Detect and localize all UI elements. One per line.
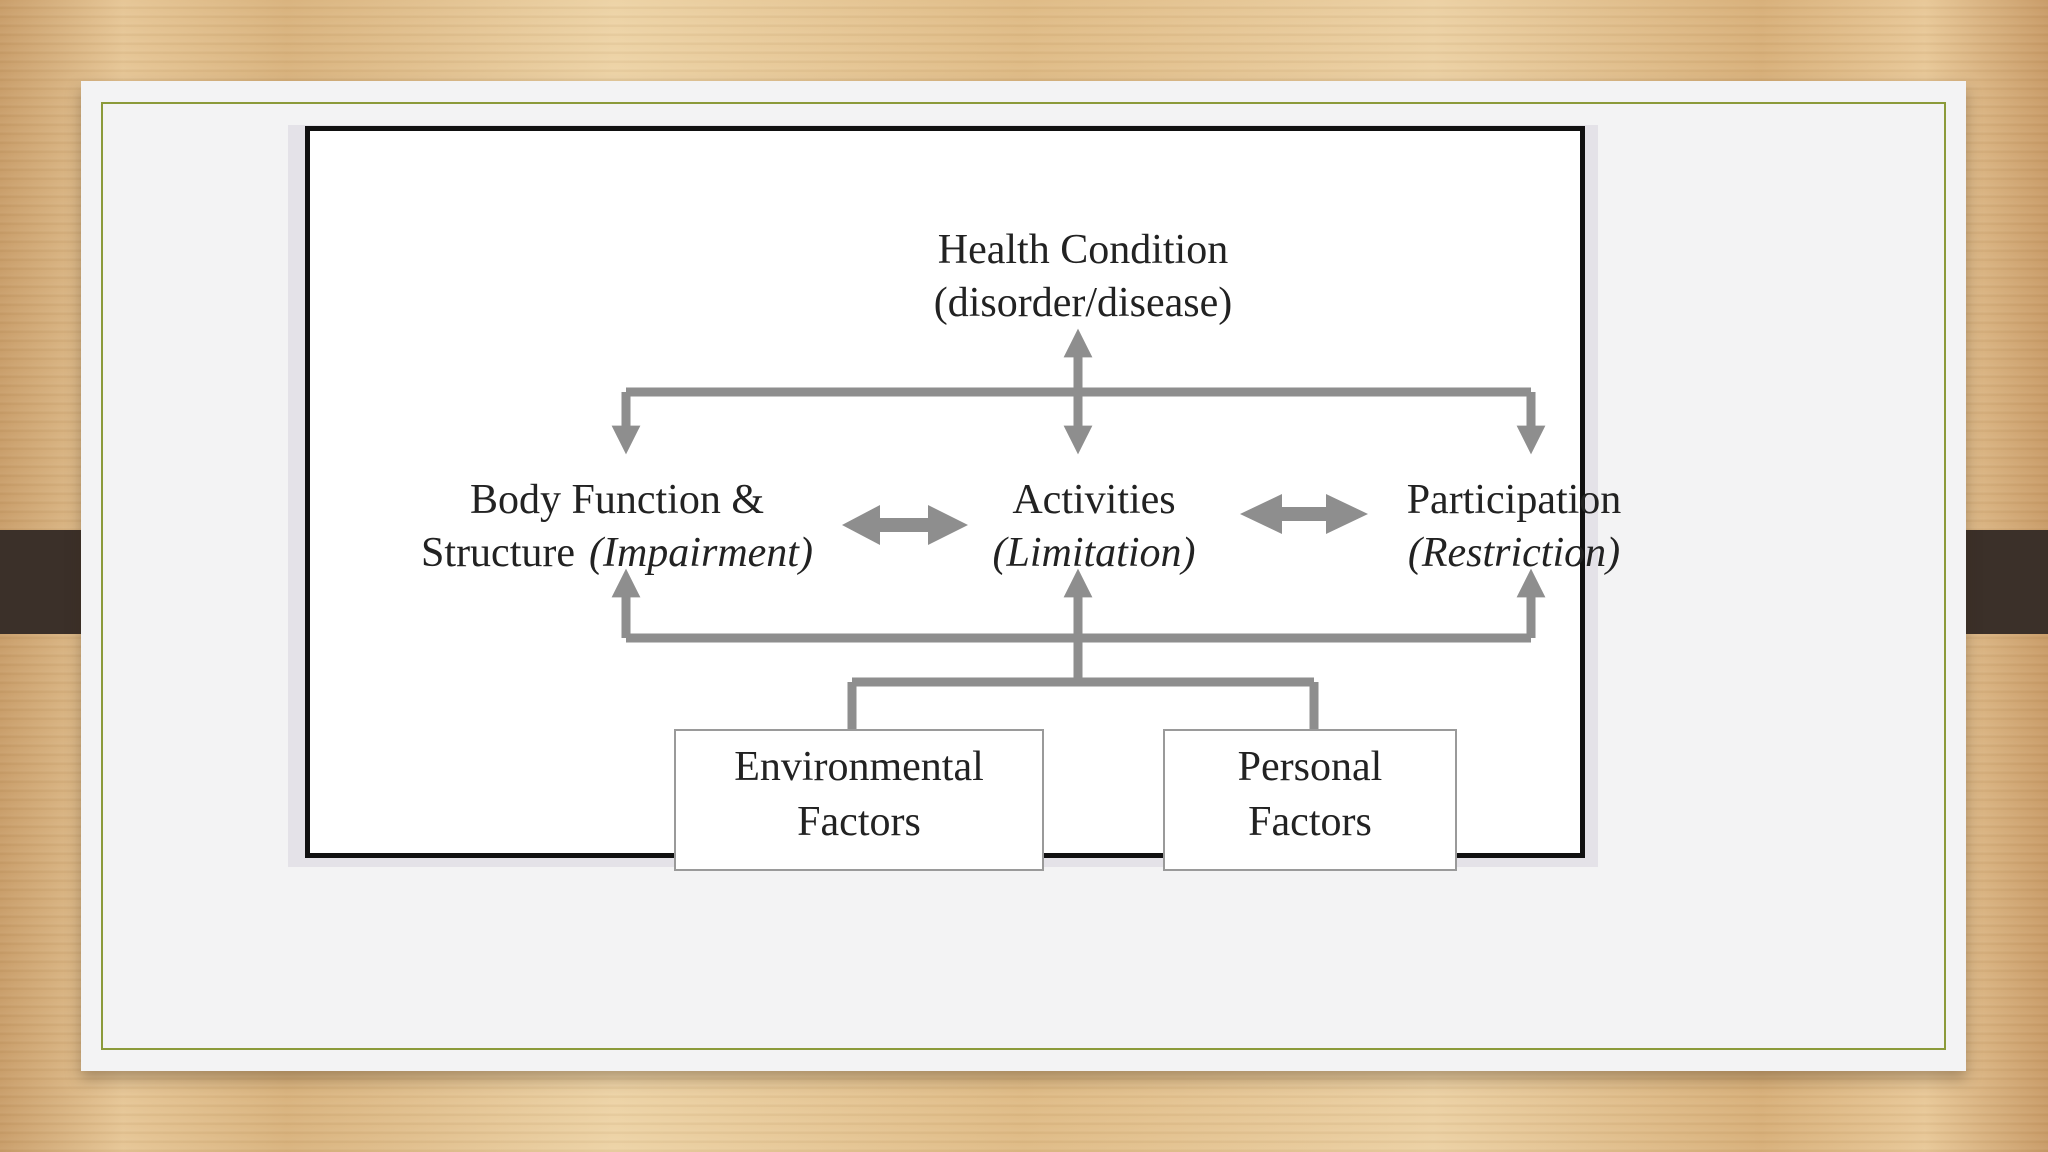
health-title: Health Condition <box>938 227 1228 273</box>
activities-participation-double-arrow <box>1240 494 1368 534</box>
body-subtitle-plain: Structure <box>421 530 575 576</box>
participation-subtitle: (Restriction) <box>1408 530 1620 576</box>
body-subtitle: Structure (Impairment) <box>421 530 813 576</box>
body-title: Body Function & <box>470 477 764 523</box>
health-condition-node: Health Condition (disorder/disease) <box>934 227 1233 326</box>
body-activities-double-arrow <box>842 505 968 545</box>
environmental-subtitle: Factors <box>797 799 921 845</box>
health-subtitle: (disorder/disease) <box>934 280 1233 326</box>
participation-title: Participation <box>1407 477 1622 523</box>
body-function-node: Body Function & Structure (Impairment) <box>421 477 813 576</box>
bottom-connectors <box>611 568 1546 730</box>
horizontal-double-arrows <box>842 494 1368 545</box>
personal-title: Personal <box>1238 744 1383 790</box>
activities-node: Activities (Limitation) <box>992 477 1195 576</box>
personal-subtitle: Factors <box>1248 799 1372 845</box>
activities-subtitle: (Limitation) <box>992 530 1195 576</box>
slide-border <box>101 102 1946 1050</box>
personal-box-rect <box>1163 729 1457 871</box>
personal-factors-box: Personal Factors <box>1163 729 1457 871</box>
environmental-title: Environmental <box>734 744 984 790</box>
participation-node: Participation (Restriction) <box>1407 477 1622 576</box>
environmental-box-rect <box>674 729 1044 871</box>
top-connectors <box>611 328 1546 455</box>
environmental-factors-box: Environmental Factors <box>674 729 1044 871</box>
activities-title: Activities <box>1012 477 1175 523</box>
body-subtitle-italic: (Impairment) <box>589 530 813 576</box>
